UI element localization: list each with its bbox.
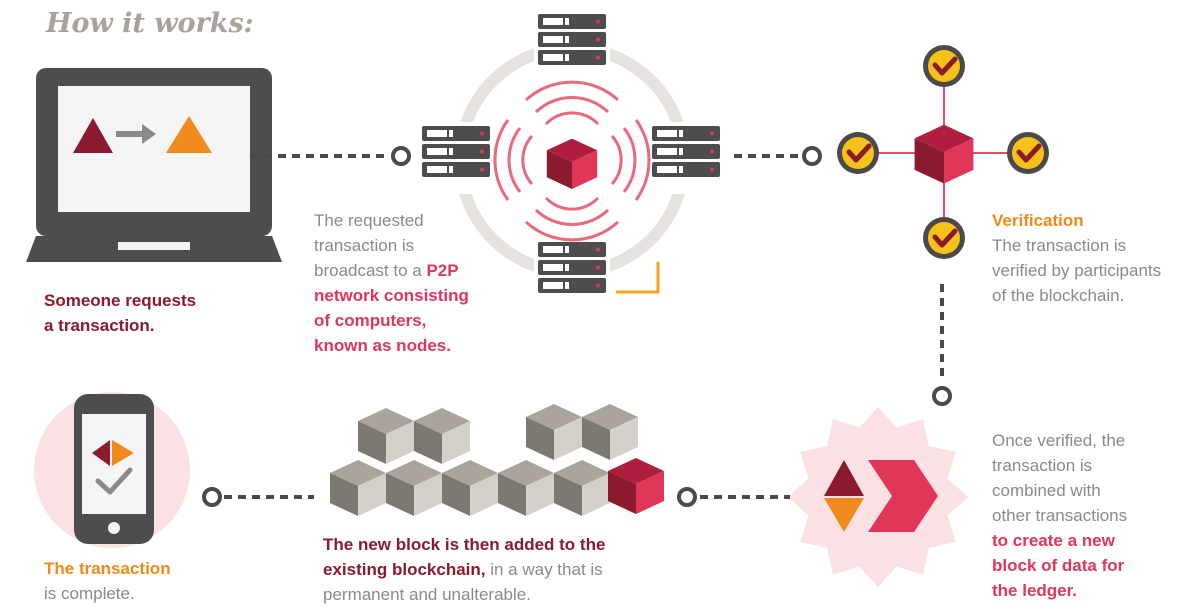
- page-title: How it works:: [46, 8, 254, 39]
- checkmark-icon-bottom: [923, 217, 965, 259]
- checkmark-icon-left: [837, 132, 879, 174]
- step6-caption: The transaction is complete.: [44, 556, 171, 606]
- connector-3: [932, 284, 952, 406]
- smartphone-icon: [34, 392, 190, 548]
- step5-line2: existing blockchain, in a way that is: [323, 557, 605, 582]
- p2p-network: [418, 10, 724, 310]
- server-icon-left: [418, 122, 494, 194]
- checkmark-icon-right: [1007, 132, 1049, 174]
- step4-line5: to create a new: [992, 531, 1115, 550]
- step2-line4: network consisting: [314, 286, 469, 305]
- step3-caption: Verification The transaction is verified…: [992, 208, 1161, 308]
- step6-heading: The transaction: [44, 559, 171, 578]
- step5-line3: permanent and unalterable.: [323, 585, 531, 604]
- step1-line1: Someone requests: [44, 291, 197, 310]
- verification-cluster: [837, 45, 1049, 259]
- step2-line6: known as nodes.: [314, 336, 451, 355]
- checkmark-icon-top: [923, 45, 965, 87]
- broadcast-waves: [493, 80, 651, 242]
- step2-line3-bold: P2P: [426, 261, 459, 280]
- step5-line2-plain: in a way that is: [485, 560, 603, 579]
- cube-icon-verify: [914, 124, 974, 184]
- step4-line2: transaction is: [992, 456, 1093, 475]
- connector-4: [677, 487, 790, 507]
- step2-line3-plain: broadcast to a: [314, 261, 427, 280]
- server-icon-bottom: [534, 238, 610, 310]
- step2-line1: The requested: [314, 211, 424, 230]
- connector-2: [734, 146, 822, 166]
- step3-heading: Verification: [992, 211, 1084, 230]
- step5-caption: The new block is then added to the exist…: [323, 532, 605, 607]
- step4-line7: the ledger.: [992, 581, 1078, 600]
- step4-caption: Once verified, the transaction is combin…: [992, 428, 1127, 603]
- connector-1: [250, 146, 411, 166]
- step4-line1: Once verified, the: [992, 431, 1126, 450]
- cube-icon: [546, 138, 598, 189]
- step2-line3: broadcast to a P2P: [314, 258, 469, 283]
- step5-line2-bold: existing blockchain,: [323, 560, 486, 579]
- step6-line1: is complete.: [44, 584, 135, 603]
- step2-line5: of computers,: [314, 311, 427, 330]
- step1-caption: Someone requests a transaction.: [44, 288, 196, 338]
- server-icon-right: [648, 122, 724, 194]
- blockchain-icon: [330, 404, 664, 516]
- connector-5: [202, 487, 314, 507]
- laptop-icon: [26, 68, 282, 262]
- step3-line3: of the blockchain.: [992, 286, 1125, 305]
- step5-line1: The new block is then added to the: [323, 535, 606, 554]
- server-icon-top: [534, 10, 610, 82]
- step2-line2: transaction is: [314, 236, 415, 255]
- step3-line2: verified by participants: [992, 261, 1162, 280]
- step3-line1: The transaction is: [992, 236, 1127, 255]
- new-block-icon: [788, 407, 968, 587]
- step2-caption: The requested transaction is broadcast t…: [314, 208, 469, 358]
- step4-line6: block of data for: [992, 556, 1125, 575]
- step4-line3: combined with: [992, 481, 1101, 500]
- step4-line4: other transactions: [992, 506, 1128, 525]
- step1-line2: a transaction.: [44, 316, 155, 335]
